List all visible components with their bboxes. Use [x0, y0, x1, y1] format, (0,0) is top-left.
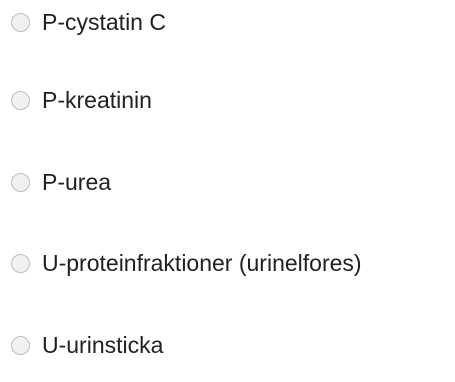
option-p-urea[interactable]: P-urea	[0, 164, 111, 200]
radio-button-icon[interactable]	[11, 253, 30, 273]
radio-button-icon[interactable]	[11, 12, 30, 32]
radio-button-icon[interactable]	[11, 172, 30, 192]
option-p-cystatin-c[interactable]: P-cystatin C	[0, 4, 166, 40]
option-label: U-urinsticka	[42, 332, 164, 358]
radio-button-icon[interactable]	[11, 90, 30, 110]
option-u-urinsticka[interactable]: U-urinsticka	[0, 327, 163, 363]
option-label: P-cystatin C	[42, 9, 166, 35]
option-p-kreatinin[interactable]: P-kreatinin	[0, 82, 152, 118]
option-label: P-kreatinin	[42, 87, 152, 113]
option-label: P-urea	[42, 169, 112, 195]
radio-button-icon[interactable]	[11, 335, 30, 355]
option-u-proteinfraktioner[interactable]: U-proteinfraktioner (urinelfores)	[0, 245, 362, 281]
option-label: U-proteinfraktioner (urinelfores)	[42, 250, 362, 276]
